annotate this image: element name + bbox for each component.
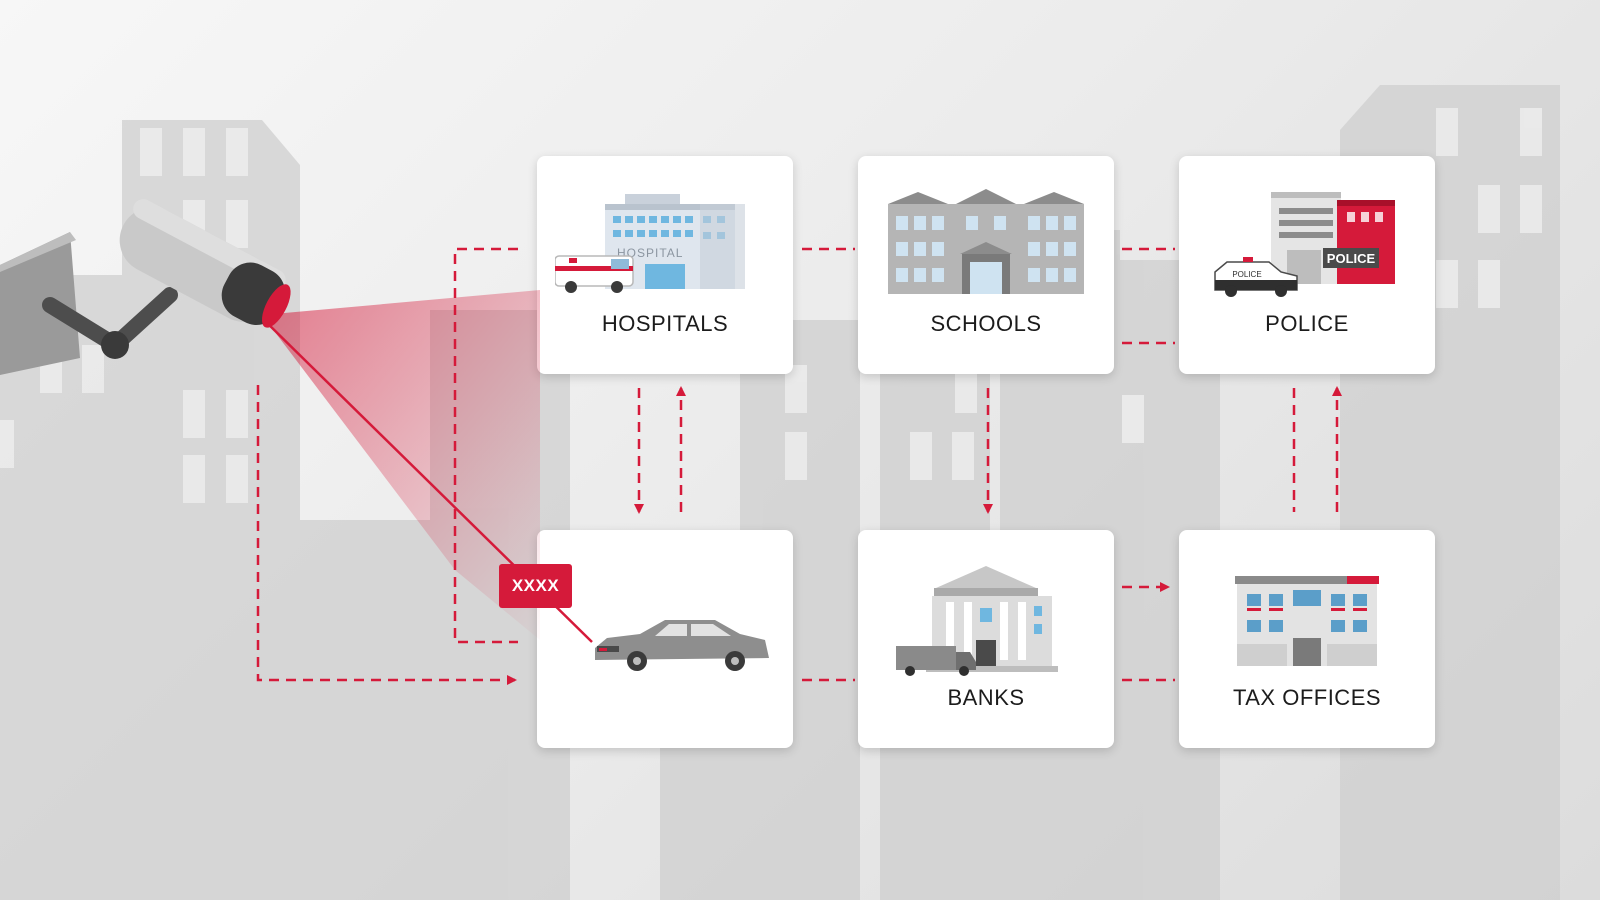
armored-truck-icon — [896, 646, 976, 676]
vehicle-card[interactable] — [537, 530, 793, 748]
police-label: POLICE — [1265, 311, 1349, 336]
bank-building-icon — [896, 566, 1058, 676]
police-car-icon: POLICE — [1214, 257, 1298, 297]
police-card[interactable]: POLICE POLICE POLICE — [1179, 156, 1435, 374]
tax-offices-label: TAX OFFICES — [1232, 685, 1382, 710]
hospital-sign-text: HOSPITAL — [617, 246, 683, 260]
hospitals-label: HOSPITALS — [601, 311, 729, 336]
police-station-icon: POLICE POLICE — [1214, 192, 1395, 297]
tax-office-building-icon — [1235, 576, 1379, 666]
license-plate: XXXX — [499, 564, 572, 608]
banks-label: BANKS — [947, 685, 1025, 710]
police-car-text: POLICE — [1232, 270, 1261, 279]
ambulance-icon — [555, 255, 634, 293]
school-building-icon — [888, 189, 1084, 294]
banks-card[interactable]: BANKS — [858, 530, 1114, 748]
police-sign-text: POLICE — [1327, 251, 1376, 266]
schools-label: SCHOOLS — [930, 311, 1042, 336]
car-icon — [595, 620, 769, 671]
schools-card[interactable]: SCHOOLS — [858, 156, 1114, 374]
hospitals-card[interactable]: HOSPITAL HOSPITALS — [537, 156, 793, 374]
hospital-building-icon: HOSPITAL — [555, 194, 745, 293]
tax-offices-card[interactable]: TAX OFFICES — [1179, 530, 1435, 748]
